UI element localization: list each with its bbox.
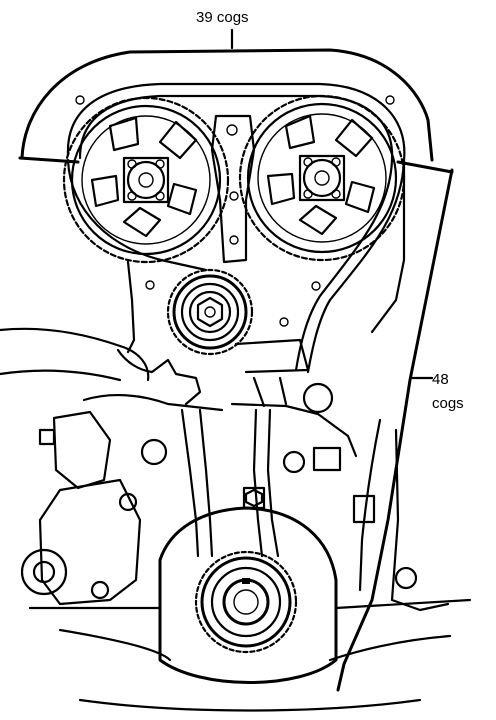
crankshaft-sprocket: [194, 550, 298, 654]
head-gasket-line: [234, 338, 310, 374]
bracket-bolt-2: [90, 580, 110, 600]
outer-cover-right: [336, 168, 454, 692]
block-pad-right: [312, 446, 342, 472]
lower-belt-left-run: [180, 408, 200, 558]
left-mount: [52, 410, 112, 490]
aux-bracket: [38, 478, 142, 606]
block-boss-right: [282, 450, 306, 474]
block-rib-1: [252, 376, 266, 408]
plate-hole-b: [311, 281, 321, 291]
oil-pan-bottom: [78, 698, 422, 712]
cover-split-right: [396, 160, 454, 174]
aux-pulley-outer: [20, 548, 68, 596]
bracket-bolt-1: [118, 492, 138, 512]
lower-belt-left-run-inner: [198, 408, 214, 558]
right-bolt-low: [394, 566, 418, 590]
label-cogs: cogs: [432, 395, 464, 412]
rear-cam-plate: [210, 114, 256, 264]
left-hose: [0, 327, 150, 382]
cylinder-head-side-right: [370, 158, 406, 334]
block-rib-2: [278, 376, 288, 406]
left-hose-lower: [0, 369, 122, 382]
label-39-cogs: 39 cogs: [196, 9, 249, 26]
plate-hole-a: [145, 280, 155, 290]
bolt-head-left: [38, 428, 56, 446]
oil-pan-line: [28, 598, 472, 610]
lower-belt-right-run-inner: [252, 408, 264, 558]
plate-hole-low: [229, 235, 239, 245]
idler-bolt-hex: [244, 488, 264, 508]
upper-timing-cover-outline: [20, 48, 434, 162]
lower-timing-cover: [158, 506, 338, 684]
block-boss-center: [302, 382, 334, 414]
right-block-edge: [390, 428, 450, 612]
cover-split-left: [18, 156, 80, 164]
belt-tensioner: [166, 268, 254, 356]
lower-belt-right-run: [266, 408, 280, 558]
aux-pulley-inner: [32, 560, 56, 584]
plate-hole-right: [385, 95, 395, 105]
upper-timing-belt: [66, 82, 406, 374]
cylinder-head-side-left: [126, 260, 136, 354]
right-camshaft-sprocket: [238, 94, 406, 262]
block-face-mid: [230, 402, 358, 458]
right-dipstick-tube: [358, 418, 382, 592]
oil-pan-lower: [58, 628, 452, 662]
left-camshaft-sprocket: [62, 96, 230, 264]
block-boss-left: [140, 438, 168, 466]
plate-hole-top: [226, 124, 238, 136]
upper-timing-belt-inner: [78, 94, 394, 372]
block-face-upper: [82, 393, 224, 412]
plate-hole-c: [279, 317, 289, 327]
plate-hole-left: [75, 95, 85, 105]
label-48: 48: [432, 371, 449, 388]
right-tube-clip: [352, 494, 376, 524]
plate-hole-mid: [229, 191, 239, 201]
bracket-left: [116, 348, 202, 406]
